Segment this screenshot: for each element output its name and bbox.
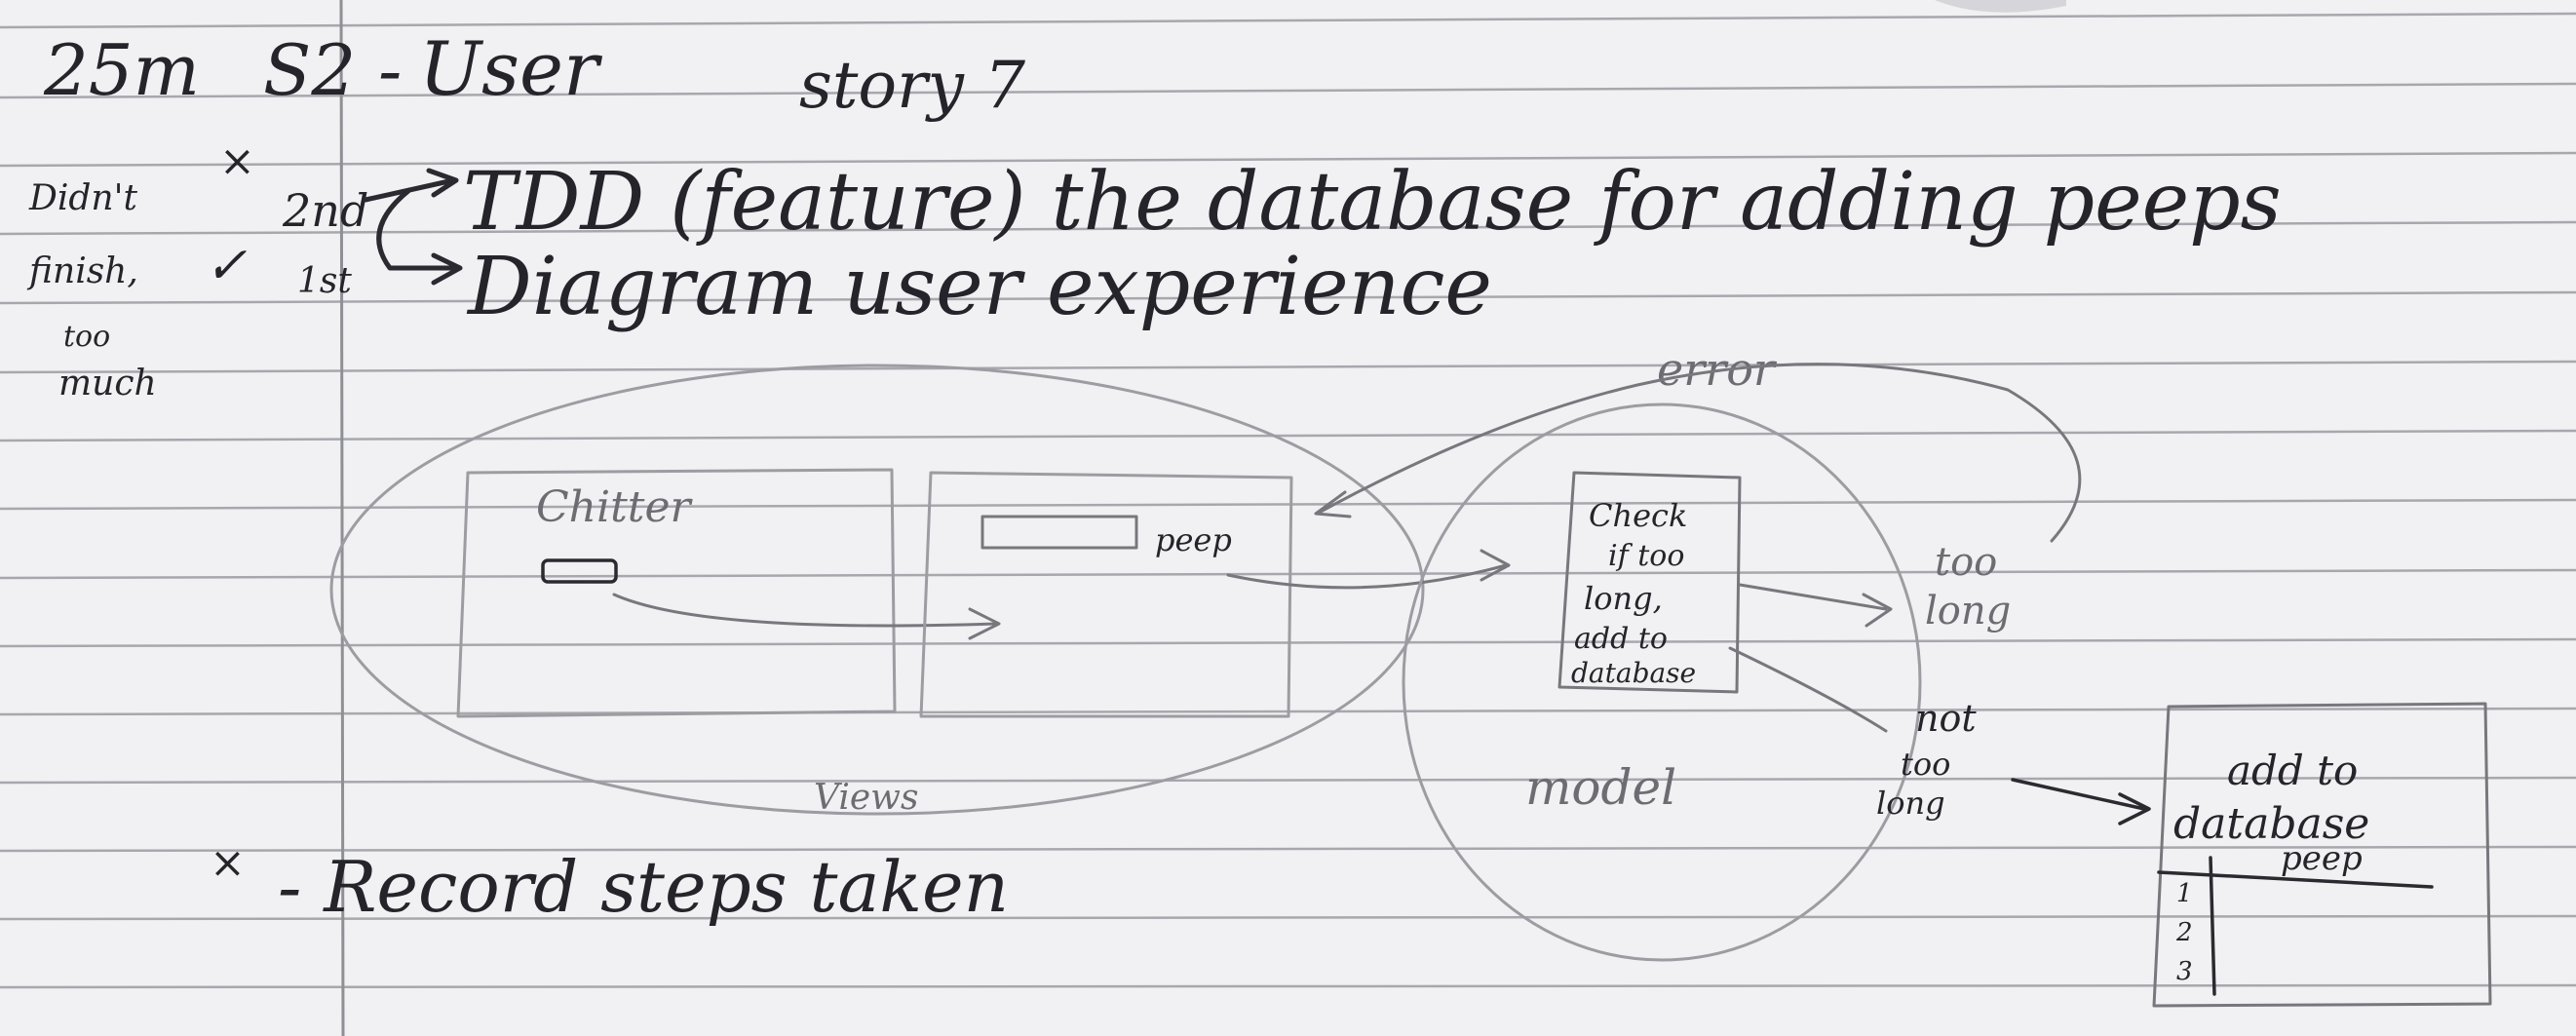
task-record-steps: × - Record steps taken: [210, 838, 1009, 928]
side-note: Didn't finish, too much: [26, 178, 157, 403]
task-status-cross: ×: [210, 838, 246, 888]
arrow-to-model: [1226, 549, 1511, 590]
task-text: - Record steps taken: [278, 846, 1009, 928]
database-box: [2152, 702, 2492, 1008]
peep-input-field: [980, 515, 1138, 550]
svg-text:much: much: [58, 364, 157, 403]
svg-text:if too: if too: [1608, 539, 1684, 573]
task-status-check: ✓: [205, 237, 248, 295]
not-too-long-label-2: too: [1901, 746, 1950, 783]
database-row-3: 3: [2176, 957, 2193, 986]
svg-text:database: database: [1571, 657, 1696, 689]
database-title-1: add to: [2227, 747, 2358, 794]
task-status-cross: ×: [219, 136, 255, 186]
task-text: Diagram user experience: [466, 241, 1492, 333]
margin-line: [339, 0, 345, 1036]
ruled-lines: [0, 12, 2576, 989]
too-long-label-1: too: [1935, 540, 1997, 585]
sprint-label: S2 -: [263, 29, 402, 111]
chitter-button-icon: [541, 558, 618, 584]
task-diagram: ✓ 1st Diagram user experience: [205, 187, 1492, 333]
model-label: model: [1525, 759, 1676, 816]
arrow-not-too-long: [1728, 646, 1888, 733]
arrow-to-screen2: [612, 593, 1001, 640]
model-ellipse: [1402, 403, 1922, 962]
not-too-long-label-3: long: [1876, 785, 1945, 822]
error-arrow: [1314, 363, 2082, 543]
task-order: 2nd: [282, 184, 368, 237]
task-order: 1st: [297, 261, 352, 301]
too-long-label-2: long: [1925, 589, 2011, 633]
database-title-2: database: [2173, 799, 2369, 849]
database-table-column-line: [2209, 856, 2216, 996]
curved-arrow-icon: [376, 187, 463, 286]
database-table-header: peep: [2281, 839, 2363, 878]
screen-chitter: [456, 468, 897, 718]
task-database: × 2nd TDD (feature) the database for add…: [219, 136, 2282, 249]
model-box: [1557, 471, 1742, 694]
views-label: Views: [814, 778, 918, 818]
database-row-2: 2: [2175, 918, 2193, 947]
svg-text:long,: long,: [1584, 580, 1663, 617]
screen-peep: [919, 471, 1293, 718]
svg-text:Check: Check: [1589, 497, 1687, 534]
page-top-edge: [1935, 0, 2066, 13]
svg-text:finish,: finish,: [26, 251, 138, 291]
not-too-long-label-1: not: [1915, 697, 1977, 740]
screen-chitter-title: Chitter: [536, 482, 693, 532]
database-table-header-line: [2157, 870, 2434, 889]
svg-text:add to: add to: [1574, 622, 1668, 656]
arrow-icon: [363, 168, 459, 203]
database-row-1: 1: [2176, 879, 2193, 908]
arrow-too-long: [1738, 583, 1893, 628]
arrow-to-database: [2011, 778, 2151, 825]
views-ellipse: [329, 364, 1425, 816]
model-box-text: Check if too long, add to database: [1571, 497, 1696, 689]
peep-button: peep: [1155, 521, 1232, 558]
svg-text:Didn't: Didn't: [28, 178, 138, 218]
task-text: TDD (feature) the database for adding pe…: [463, 156, 2282, 249]
svg-text:too: too: [63, 320, 110, 354]
user-label: User: [419, 25, 603, 112]
duration-label: 25m: [43, 29, 200, 111]
story-label: story 7: [799, 48, 1025, 123]
